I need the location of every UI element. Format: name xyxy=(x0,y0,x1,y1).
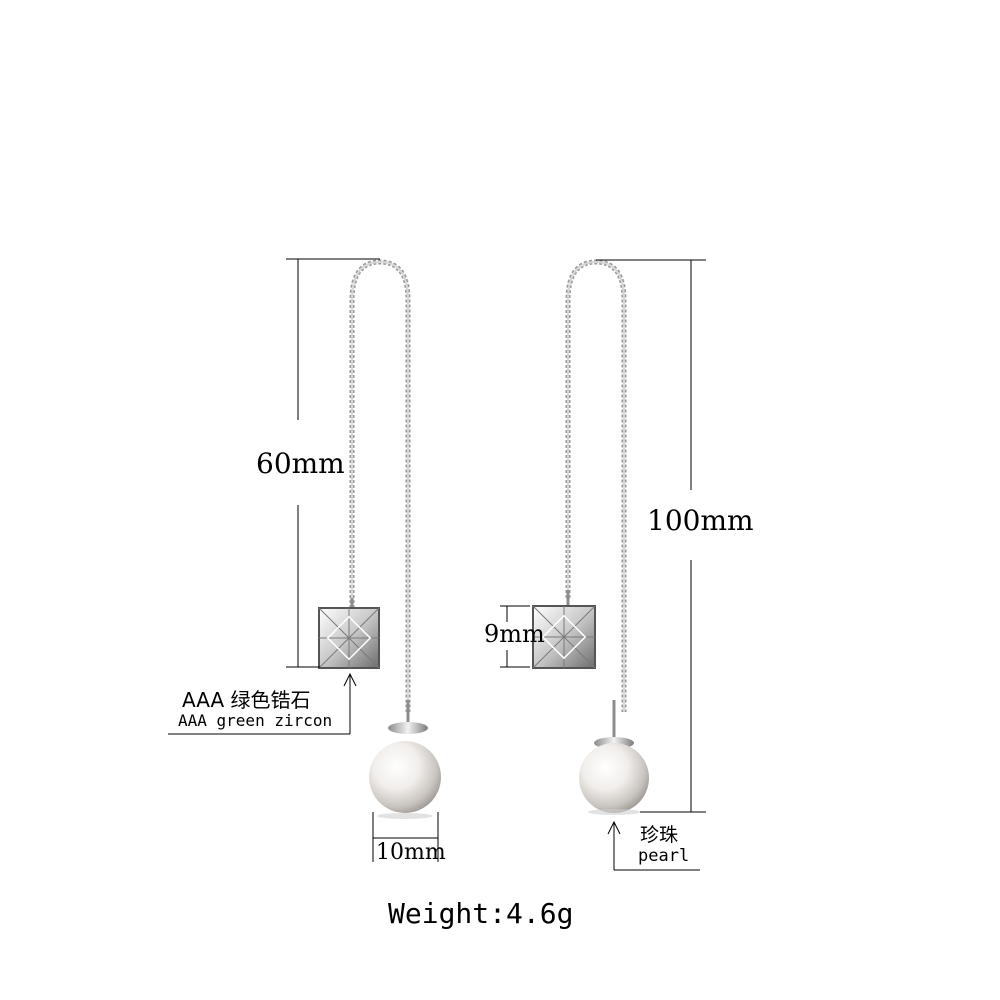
callout-pearl-leader xyxy=(607,820,700,871)
pearl-callout-chinese: 珍珠 xyxy=(640,824,679,846)
callout-zircon-leader xyxy=(168,672,357,735)
weight-label: Weight:4.6g xyxy=(388,897,574,930)
left-earring xyxy=(318,259,441,819)
zircon-callout-chinese: AAA 绿色锆石 xyxy=(182,688,311,712)
pearl-callout-english: pearl xyxy=(638,846,690,866)
left-pearl xyxy=(369,741,441,813)
right-pearl xyxy=(579,743,649,813)
dimension-10mm-label: 10mm xyxy=(376,840,446,865)
dimension-100mm-label: 100mm xyxy=(647,504,754,537)
dimension-100mm xyxy=(596,259,706,813)
dimension-60mm-label: 60mm xyxy=(256,447,345,480)
left-zircon xyxy=(318,607,380,669)
dimension-9mm xyxy=(500,605,530,668)
dimension-9mm-label: 9mm xyxy=(484,620,545,648)
right-zircon xyxy=(532,605,596,669)
dimension-10mm xyxy=(372,812,439,862)
left-pearl-cap xyxy=(388,722,428,734)
right-earring xyxy=(532,259,649,815)
zircon-callout-english: AAA green zircon xyxy=(178,711,333,730)
dimension-60mm xyxy=(286,258,380,668)
